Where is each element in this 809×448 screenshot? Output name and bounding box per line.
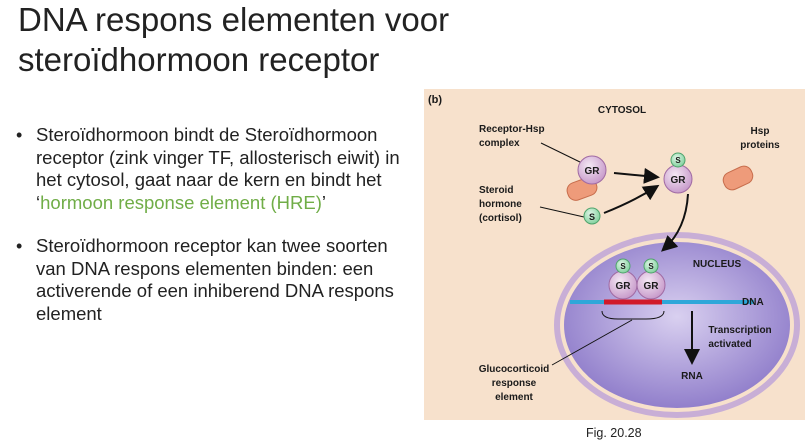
steroid-receptor-figure: (b) CYTOSOL NUCLEUS DNA GR Hsp proteins … <box>424 89 805 420</box>
title-line-1: DNA respons elementen voor <box>18 1 450 38</box>
s-label-dimer-left: S <box>620 262 626 271</box>
receptor-hsp-pointer <box>540 142 583 164</box>
hre-highlight: hormoon response element (HRE) <box>40 191 322 213</box>
gre-label-line1: Glucocorticoid <box>479 364 550 375</box>
receptor-hsp-label-line2: complex <box>479 138 520 149</box>
gr-receptor-cytosol <box>577 155 607 185</box>
bullet-item-1: • Steroïdhormoon bindt de Steroïdhormoon… <box>16 124 416 214</box>
steroid-label-line2: hormone <box>479 199 522 210</box>
steroid-label-line1: Steroid <box>479 185 513 196</box>
bullet-2-text: Steroïdhormoon receptor kan twee soorten… <box>36 235 394 324</box>
hsp-label-line2: proteins <box>740 140 780 151</box>
transcription-label-line2: activated <box>708 339 751 350</box>
bullet-1-closing-quote: ’ <box>321 191 326 213</box>
gre-pointer <box>551 319 633 366</box>
receptor-hsp-label-line1: Receptor-Hsp <box>479 124 545 135</box>
gre-bracket <box>601 310 665 320</box>
rna-label: RNA <box>681 371 703 382</box>
s-label-complex: S <box>675 156 681 165</box>
gr-label-cytosol: GR <box>585 166 601 177</box>
bullet-dot-icon: • <box>16 125 23 145</box>
arrow-hormone-binding <box>603 184 660 214</box>
nucleus-label: NUCLEUS <box>693 259 742 270</box>
dna-label: DNA <box>742 297 764 308</box>
cytosol-label: CYTOSOL <box>598 105 646 116</box>
s-label-free: S <box>589 212 595 222</box>
gre-label-line2: response <box>492 378 537 389</box>
s-bound-complex <box>670 152 686 168</box>
arrow-to-nucleus <box>661 193 689 252</box>
steroid-hormone-s <box>583 207 601 225</box>
s-dimer-left <box>615 258 631 274</box>
title-line-2: steroïdhormoon receptor <box>18 41 380 78</box>
transcription-label-line1: Transcription <box>708 325 771 336</box>
s-dimer-right <box>643 258 659 274</box>
arrow-release-hsp <box>613 167 660 184</box>
bullet-dot-icon: • <box>16 236 23 256</box>
slide-title: DNA respons elementen voor steroïdhormoo… <box>18 0 618 80</box>
figure-caption: Fig. 20.28 <box>586 426 642 440</box>
gr-label-complex: GR <box>671 175 687 186</box>
steroid-label-line3: (cortisol) <box>479 213 522 224</box>
bullet-1-text: Steroïdhormoon bindt de Steroïdhormoon r… <box>36 124 400 213</box>
gr-label-dimer-left: GR <box>616 281 632 292</box>
hsp-label-line1: Hsp <box>751 126 770 137</box>
s-label-dimer-right: S <box>648 262 654 271</box>
figure-diagram: (b) CYTOSOL NUCLEUS DNA GR Hsp proteins … <box>428 94 800 418</box>
gre-label-line3: element <box>495 392 533 403</box>
panel-label: (b) <box>428 94 442 106</box>
gr-label-dimer-right: GR <box>644 281 660 292</box>
bullet-list: • Steroïdhormoon bindt de Steroïdhormoon… <box>16 124 416 346</box>
hsp-protein-right <box>722 165 754 191</box>
steroid-pointer <box>539 206 585 218</box>
bullet-item-2: • Steroïdhormoon receptor kan twee soort… <box>16 235 416 325</box>
